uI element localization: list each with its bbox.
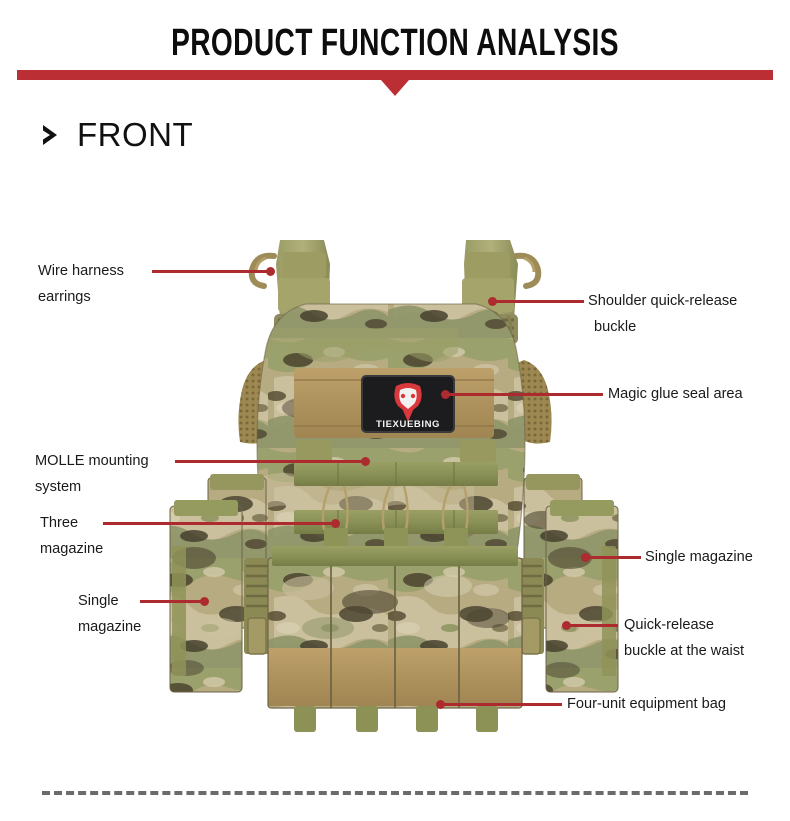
- product-image: TIEXUEBING: [148, 228, 642, 744]
- leader-line-magic-glue: [445, 393, 603, 396]
- chevron-right-icon: [40, 121, 64, 149]
- leader-dot-wire-harness: [266, 267, 275, 276]
- callout-four-unit-equipment-bag: Four-unit equipment bag: [567, 691, 726, 717]
- fox-head-logo: [394, 383, 422, 422]
- section-label: FRONT: [77, 116, 194, 153]
- leader-dot-shoulder-buckle: [488, 297, 497, 306]
- callout-line: magazine: [78, 619, 142, 635]
- callout-three-magazine: Three magazine: [40, 510, 103, 562]
- callout-line: Shoulder quick-release: [588, 293, 738, 309]
- leader-line-shoulder-buckle: [492, 300, 584, 303]
- callout-quick-release-buckle-waist: Quick-release buckle at the waist: [624, 612, 744, 664]
- callout-line: earrings: [38, 289, 91, 305]
- leader-line-three-magazine: [103, 522, 335, 525]
- four-unit-equipment-bag: [267, 546, 523, 732]
- callout-line: Wire harness: [38, 263, 124, 279]
- callout-shoulder-quick-release-buckle: Shoulder quick-release buckle: [588, 288, 737, 340]
- callout-line: Four-unit equipment bag: [567, 696, 727, 712]
- single-magazine-pouch-right: [545, 500, 619, 693]
- callout-line: magazine: [40, 541, 104, 557]
- leader-dot-three-magazine: [331, 519, 340, 528]
- leader-dot-magic-glue: [441, 390, 450, 399]
- patch-brand-text: TIEXUEBING: [376, 419, 440, 430]
- single-magazine-pouch-left: [169, 500, 243, 693]
- section-heading: FRONT: [40, 116, 193, 154]
- header-accent-rule: [17, 70, 773, 80]
- leader-line-wire-harness: [152, 270, 270, 273]
- leader-dot-molle: [361, 457, 370, 466]
- d-ring-right: [513, 252, 542, 289]
- leader-line-waist-buckle: [566, 624, 618, 627]
- leader-line-single-magazine-right: [585, 556, 641, 559]
- leader-line-single-magazine-left: [140, 600, 204, 603]
- callout-single-magazine-left: Single magazine: [78, 588, 141, 640]
- leader-dot-single-magazine-left: [200, 597, 209, 606]
- callout-line: Magic glue seal area: [608, 386, 743, 402]
- callout-molle-mounting-system: MOLLE mounting system: [35, 448, 149, 500]
- magic-glue-seal-area: TIEXUEBING: [294, 368, 494, 438]
- page-title: PRODUCT FUNCTION ANALYSIS: [171, 22, 619, 64]
- leader-dot-waist-buckle: [562, 621, 571, 630]
- leader-line-four-unit-bag: [440, 703, 562, 706]
- callout-wire-harness-earrings: Wire harness earrings: [38, 258, 124, 310]
- callout-line: Single magazine: [645, 549, 753, 565]
- header-arrow-marker: [381, 80, 409, 96]
- callout-single-magazine-right: Single magazine: [645, 544, 753, 570]
- callout-line: buckle: [594, 319, 637, 335]
- brand-patch: TIEXUEBING: [361, 375, 455, 433]
- callout-line: Single: [78, 593, 119, 609]
- footer-divider: [42, 791, 748, 795]
- leader-line-molle: [175, 460, 365, 463]
- callout-line: Quick-release: [624, 617, 715, 633]
- callout-magic-glue-seal-area: Magic glue seal area: [608, 381, 743, 407]
- leader-dot-single-magazine-right: [581, 553, 590, 562]
- callout-line: MOLLE mounting: [35, 453, 149, 469]
- waist-quick-release-buckle-right: [518, 558, 544, 655]
- callout-line: buckle at the waist: [624, 643, 745, 659]
- callout-line: system: [35, 479, 82, 495]
- callout-line: Three: [40, 515, 79, 531]
- waist-buckle-left: [244, 558, 270, 655]
- leader-dot-four-unit-bag: [436, 700, 445, 709]
